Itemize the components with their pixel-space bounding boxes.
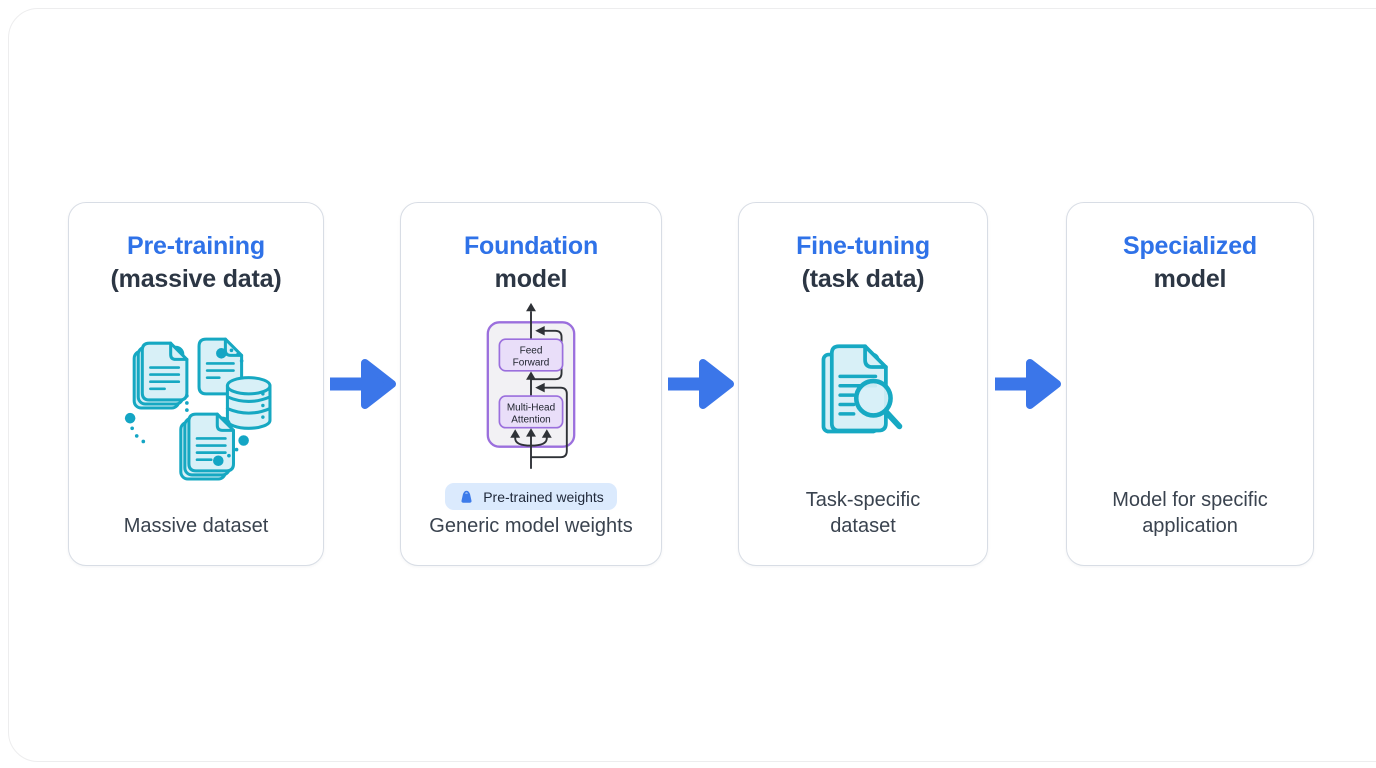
card-pre-training: Pre-training (massive data) bbox=[68, 202, 324, 566]
card-subtitle: model bbox=[494, 265, 568, 293]
card-caption: Generic model weights bbox=[429, 515, 633, 537]
card-title-accent: Fine-tuning bbox=[796, 232, 930, 260]
svg-text:Forward: Forward bbox=[513, 358, 550, 369]
card-subtitle: (massive data) bbox=[110, 265, 282, 293]
connector-dots bbox=[124, 347, 249, 466]
card-caption: Model for specific application bbox=[1112, 489, 1268, 537]
card-icon-area bbox=[120, 296, 272, 513]
flow-gap bbox=[324, 202, 400, 566]
card-icon-area bbox=[811, 296, 915, 487]
card-subtitle: (task data) bbox=[801, 265, 925, 293]
badge-label: Pre-trained weights bbox=[483, 488, 604, 505]
documents-database-icon bbox=[124, 337, 272, 480]
multi-head-attention-label: Multi-Head bbox=[507, 402, 555, 413]
card-title: Pre-training (massive data) bbox=[111, 230, 282, 296]
card-title: Fine-tuning (task data) bbox=[796, 230, 930, 296]
feed-forward-label: Feed bbox=[520, 345, 543, 356]
document-search-icon bbox=[821, 343, 903, 433]
right-arrow-icon bbox=[668, 359, 734, 409]
right-arrow-icon bbox=[995, 359, 1061, 409]
card-title-accent: Foundation bbox=[463, 232, 599, 260]
card-title-accent: Pre-training bbox=[127, 232, 265, 260]
card-fine-tuning: Fine-tuning (task data) Task-specific da… bbox=[738, 202, 988, 566]
card-title: Specialized model bbox=[1123, 230, 1257, 296]
card-specialized-model: Specialized model Model for specific app… bbox=[1066, 202, 1314, 566]
flow-gap bbox=[988, 202, 1066, 566]
flow-gap bbox=[662, 202, 738, 566]
right-arrow-icon bbox=[330, 359, 396, 409]
svg-text:Attention: Attention bbox=[511, 414, 550, 425]
card-title: Foundation model bbox=[464, 230, 598, 296]
card-icon-area: Feed Forward Multi-Head Attention Pre-tr… bbox=[445, 296, 617, 513]
card-subtitle: model bbox=[1153, 265, 1227, 293]
card-title-accent: Specialized bbox=[1123, 232, 1257, 260]
card-caption: Task-specific dataset bbox=[805, 489, 921, 537]
pretrained-weights-badge: Pre-trained weights bbox=[445, 483, 617, 510]
weight-icon bbox=[461, 490, 472, 503]
card-caption: Massive dataset bbox=[123, 515, 269, 537]
transformer-block-icon: Feed Forward Multi-Head Attention bbox=[486, 302, 576, 469]
card-foundation-model: Foundation model bbox=[400, 202, 662, 566]
pipeline-diagram: Pre-training (massive data) bbox=[68, 202, 1314, 566]
